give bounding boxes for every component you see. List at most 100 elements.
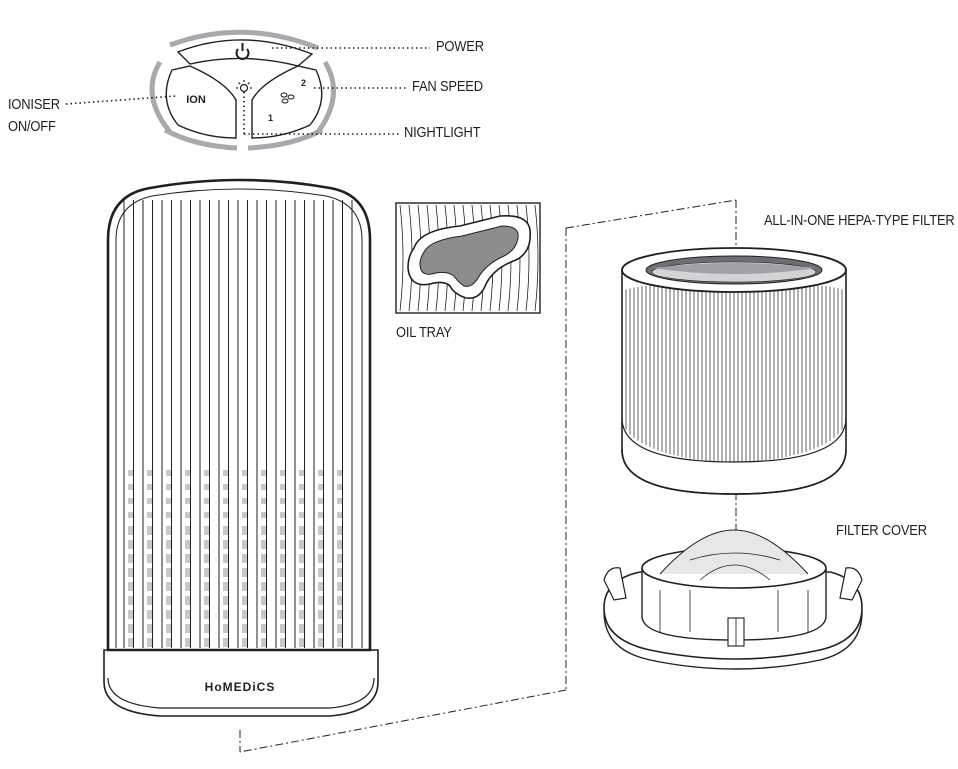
vent-slot xyxy=(147,470,152,476)
vent-slot xyxy=(128,470,133,476)
vent-slot xyxy=(128,568,133,577)
vent-slot xyxy=(261,498,266,504)
control-panel xyxy=(149,29,336,151)
vent-slot xyxy=(299,582,304,591)
vent-slot xyxy=(185,582,190,591)
vent-slot xyxy=(223,526,228,535)
vent-slot xyxy=(261,526,266,535)
vent-slot xyxy=(147,498,152,504)
purifier-ribs xyxy=(123,200,353,648)
vent-slot xyxy=(261,484,266,490)
vent-slot xyxy=(318,512,323,518)
vent-slot xyxy=(185,638,190,647)
purifier-vents xyxy=(128,470,342,647)
vent-slot xyxy=(147,582,152,591)
vent-slot xyxy=(204,526,209,535)
vent-slot xyxy=(261,582,266,591)
vent-slot xyxy=(280,540,285,549)
vent-slot xyxy=(280,568,285,577)
vent-slot xyxy=(166,470,171,476)
vent-slot xyxy=(128,540,133,549)
tray-rib xyxy=(399,204,404,312)
vent-slot xyxy=(280,526,285,535)
vent-slot xyxy=(166,610,171,619)
vent-slot xyxy=(242,610,247,619)
vent-slot xyxy=(223,512,228,518)
vent-slot xyxy=(185,484,190,490)
filter-cover xyxy=(603,529,863,670)
vent-slot xyxy=(261,512,266,518)
label-fan-speed: FAN SPEED xyxy=(412,78,483,95)
vent-slot xyxy=(204,624,209,633)
vent-slot xyxy=(185,554,190,563)
vent-slot xyxy=(280,624,285,633)
vent-slot xyxy=(128,638,133,647)
vent-slot xyxy=(204,470,209,476)
vent-slot xyxy=(204,568,209,577)
vent-slot xyxy=(318,638,323,647)
fan-icon xyxy=(280,92,295,104)
vent-slot xyxy=(223,498,228,504)
vent-slot xyxy=(280,610,285,619)
speed-2-label: 2 xyxy=(301,78,306,88)
vent-slot xyxy=(166,624,171,633)
hepa-filter xyxy=(621,247,847,495)
fan-speed-button[interactable] xyxy=(251,65,323,139)
vent-slot xyxy=(128,582,133,591)
vent-slot xyxy=(185,596,190,605)
vent-slot xyxy=(337,484,342,490)
vent-slot xyxy=(185,624,190,633)
vent-slot xyxy=(280,638,285,647)
vent-slot xyxy=(299,470,304,476)
power-icon xyxy=(235,43,250,60)
ion-button[interactable] xyxy=(165,65,237,139)
vent-slot xyxy=(204,610,209,619)
purifier-shell xyxy=(106,178,372,652)
vent-slot xyxy=(337,470,342,476)
vent-slot xyxy=(242,498,247,504)
vent-slot xyxy=(299,596,304,605)
vent-slot xyxy=(128,484,133,490)
vent-slot xyxy=(166,526,171,535)
power-button[interactable] xyxy=(176,39,314,67)
tray-rib xyxy=(534,204,539,312)
vent-slot xyxy=(223,638,228,647)
vent-slot xyxy=(242,554,247,563)
brand-logo: HoMEDiCS xyxy=(205,680,276,694)
vent-slot xyxy=(337,610,342,619)
speed-1-label: 1 xyxy=(268,113,273,123)
vent-slot xyxy=(204,638,209,647)
vent-slot xyxy=(128,554,133,563)
vent-slot xyxy=(128,512,133,518)
vent-slot xyxy=(147,484,152,490)
vent-slot xyxy=(147,624,152,633)
vent-slot xyxy=(299,624,304,633)
vent-slot xyxy=(337,526,342,535)
vent-slot xyxy=(147,638,152,647)
vent-slot xyxy=(337,624,342,633)
vent-slot xyxy=(261,470,266,476)
vent-slot xyxy=(185,470,190,476)
purifier-body xyxy=(103,178,379,717)
vent-slot xyxy=(261,638,266,647)
vent-slot xyxy=(242,638,247,647)
vent-slot xyxy=(242,526,247,535)
vent-slot xyxy=(242,470,247,476)
vent-slot xyxy=(242,540,247,549)
vent-slot xyxy=(223,470,228,476)
vent-slot xyxy=(261,610,266,619)
vent-slot xyxy=(166,498,171,504)
vent-slot xyxy=(280,470,285,476)
vent-slot xyxy=(147,568,152,577)
vent-slot xyxy=(337,540,342,549)
vent-slot xyxy=(337,582,342,591)
vent-slot xyxy=(147,610,152,619)
vent-slot xyxy=(128,596,133,605)
vent-slot xyxy=(147,526,152,535)
vent-slot xyxy=(166,568,171,577)
ion-button-label: ION xyxy=(186,94,206,106)
vent-slot xyxy=(261,554,266,563)
vent-slot xyxy=(128,610,133,619)
label-power: POWER xyxy=(436,38,484,55)
vent-slot xyxy=(242,568,247,577)
